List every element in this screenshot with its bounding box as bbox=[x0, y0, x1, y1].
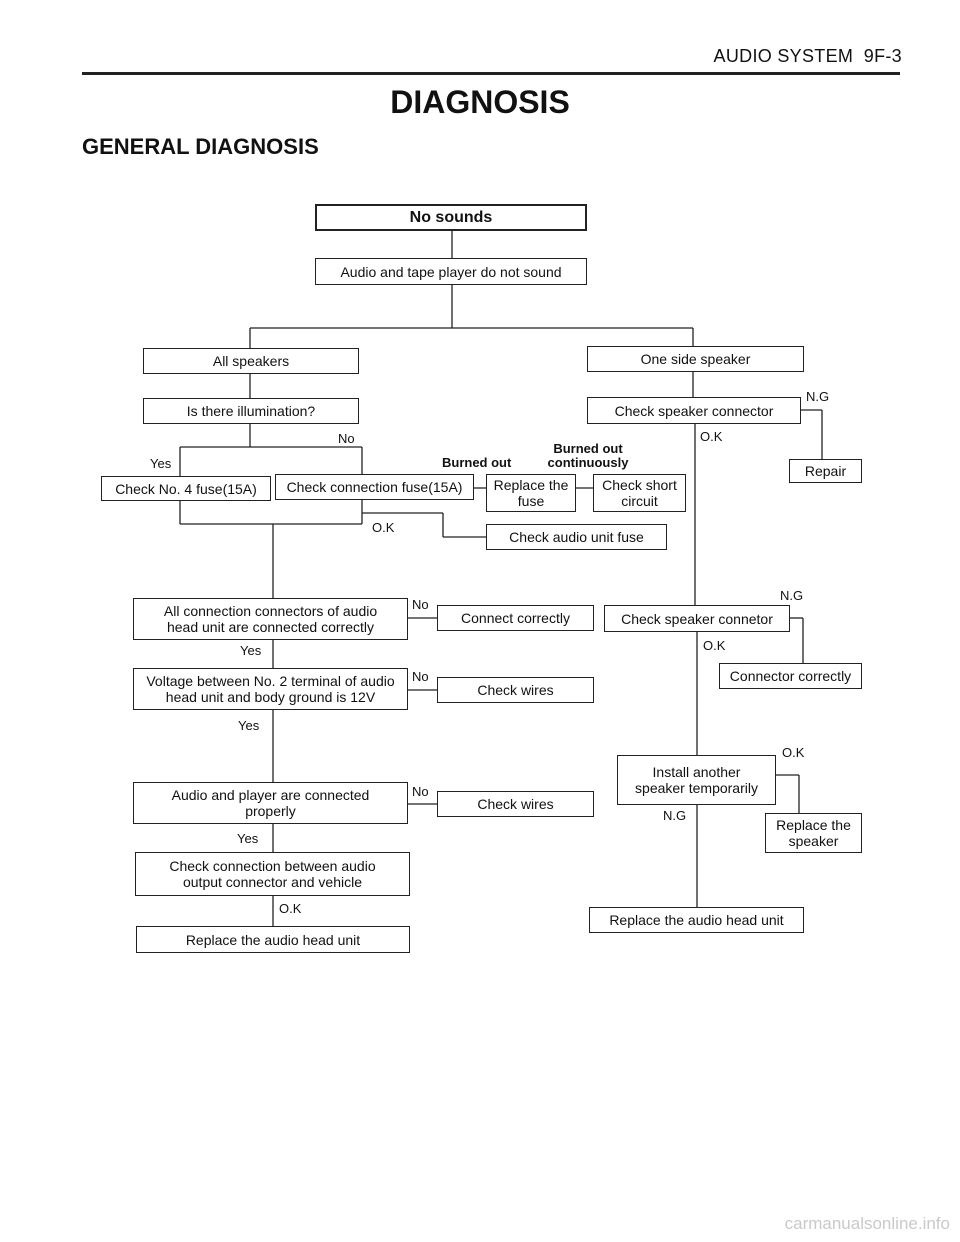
replace-head-unit-right-box: Replace the audio head unit bbox=[589, 907, 804, 933]
check-speaker-connetor-box: Check speaker connetor bbox=[604, 605, 790, 632]
illumination-box: Is there illumination? bbox=[143, 398, 359, 424]
page-header: AUDIO SYSTEM 9F-3 bbox=[714, 46, 902, 67]
label-ok-speaker-connector: O.K bbox=[700, 429, 723, 444]
label-ng-install-speaker: N.G bbox=[663, 808, 687, 823]
check-wires-box-1: Check wires bbox=[437, 677, 594, 703]
label-yes-illumination: Yes bbox=[150, 456, 172, 471]
all-speakers-box: All speakers bbox=[143, 348, 359, 374]
check-connection-fuse-box: Check connection fuse(15A) bbox=[275, 474, 474, 500]
all-connectors-box: All connection connectors of audio head … bbox=[133, 598, 408, 640]
voltage-check-box: Voltage between No. 2 terminal of audio … bbox=[133, 668, 408, 710]
label-burned-out-continuously: Burned out continuously bbox=[547, 441, 629, 470]
check-wires-box-2: Check wires bbox=[437, 791, 594, 817]
connect-correctly-box: Connect correctly bbox=[437, 605, 594, 631]
header-rule bbox=[82, 72, 900, 75]
one-side-speaker-box: One side speaker bbox=[587, 346, 804, 372]
label-ng-speaker-connetor: N.G bbox=[780, 588, 804, 603]
replace-speaker-box: Replace the speaker bbox=[765, 813, 862, 853]
label-yes-audio-player: Yes bbox=[237, 831, 259, 846]
label-burned-out: Burned out bbox=[442, 455, 512, 470]
audio-player-connected-box: Audio and player are connected properly bbox=[133, 782, 408, 824]
label-yes-voltage: Yes bbox=[238, 718, 260, 733]
check-audio-unit-fuse-box: Check audio unit fuse bbox=[486, 524, 667, 550]
label-ng-speaker-connector: N.G bbox=[806, 389, 830, 404]
connector-correctly-box: Connector correctly bbox=[719, 663, 862, 689]
check-connection-between-box: Check connection between audio output co… bbox=[135, 852, 410, 896]
replace-fuse-box: Replace the fuse bbox=[486, 474, 576, 512]
label-yes-connectors: Yes bbox=[240, 643, 262, 658]
check-fuse4-box: Check No. 4 fuse(15A) bbox=[101, 476, 271, 501]
no-sounds-box: No sounds bbox=[315, 204, 587, 231]
check-short-circuit-box: Check short circuit bbox=[593, 474, 686, 512]
replace-head-unit-left-box: Replace the audio head unit bbox=[136, 926, 410, 953]
label-ok-fuse: O.K bbox=[372, 520, 395, 535]
page-title: DIAGNOSIS bbox=[390, 84, 570, 120]
section-subtitle: GENERAL DIAGNOSIS bbox=[82, 134, 319, 159]
label-no-voltage: No bbox=[412, 669, 429, 684]
check-speaker-connector-box: Check speaker connector bbox=[587, 397, 801, 424]
install-another-speaker-box: Install another speaker temporarily bbox=[617, 755, 776, 805]
label-ok-check-connection: O.K bbox=[279, 901, 302, 916]
label-no-audio-player: No bbox=[412, 784, 429, 799]
audio-no-sound-box: Audio and tape player do not sound bbox=[315, 258, 587, 285]
repair-box: Repair bbox=[789, 459, 862, 483]
label-no-illumination: No bbox=[338, 431, 355, 446]
header-section: AUDIO SYSTEM bbox=[713, 46, 854, 66]
label-ok-install-speaker: O.K bbox=[782, 745, 805, 760]
label-ok-speaker-connetor: O.K bbox=[703, 638, 726, 653]
footer-watermark: carmanualsonline.info bbox=[784, 1214, 950, 1233]
label-no-connectors: No bbox=[412, 597, 429, 612]
header-page-number: 9F-3 bbox=[863, 46, 902, 66]
